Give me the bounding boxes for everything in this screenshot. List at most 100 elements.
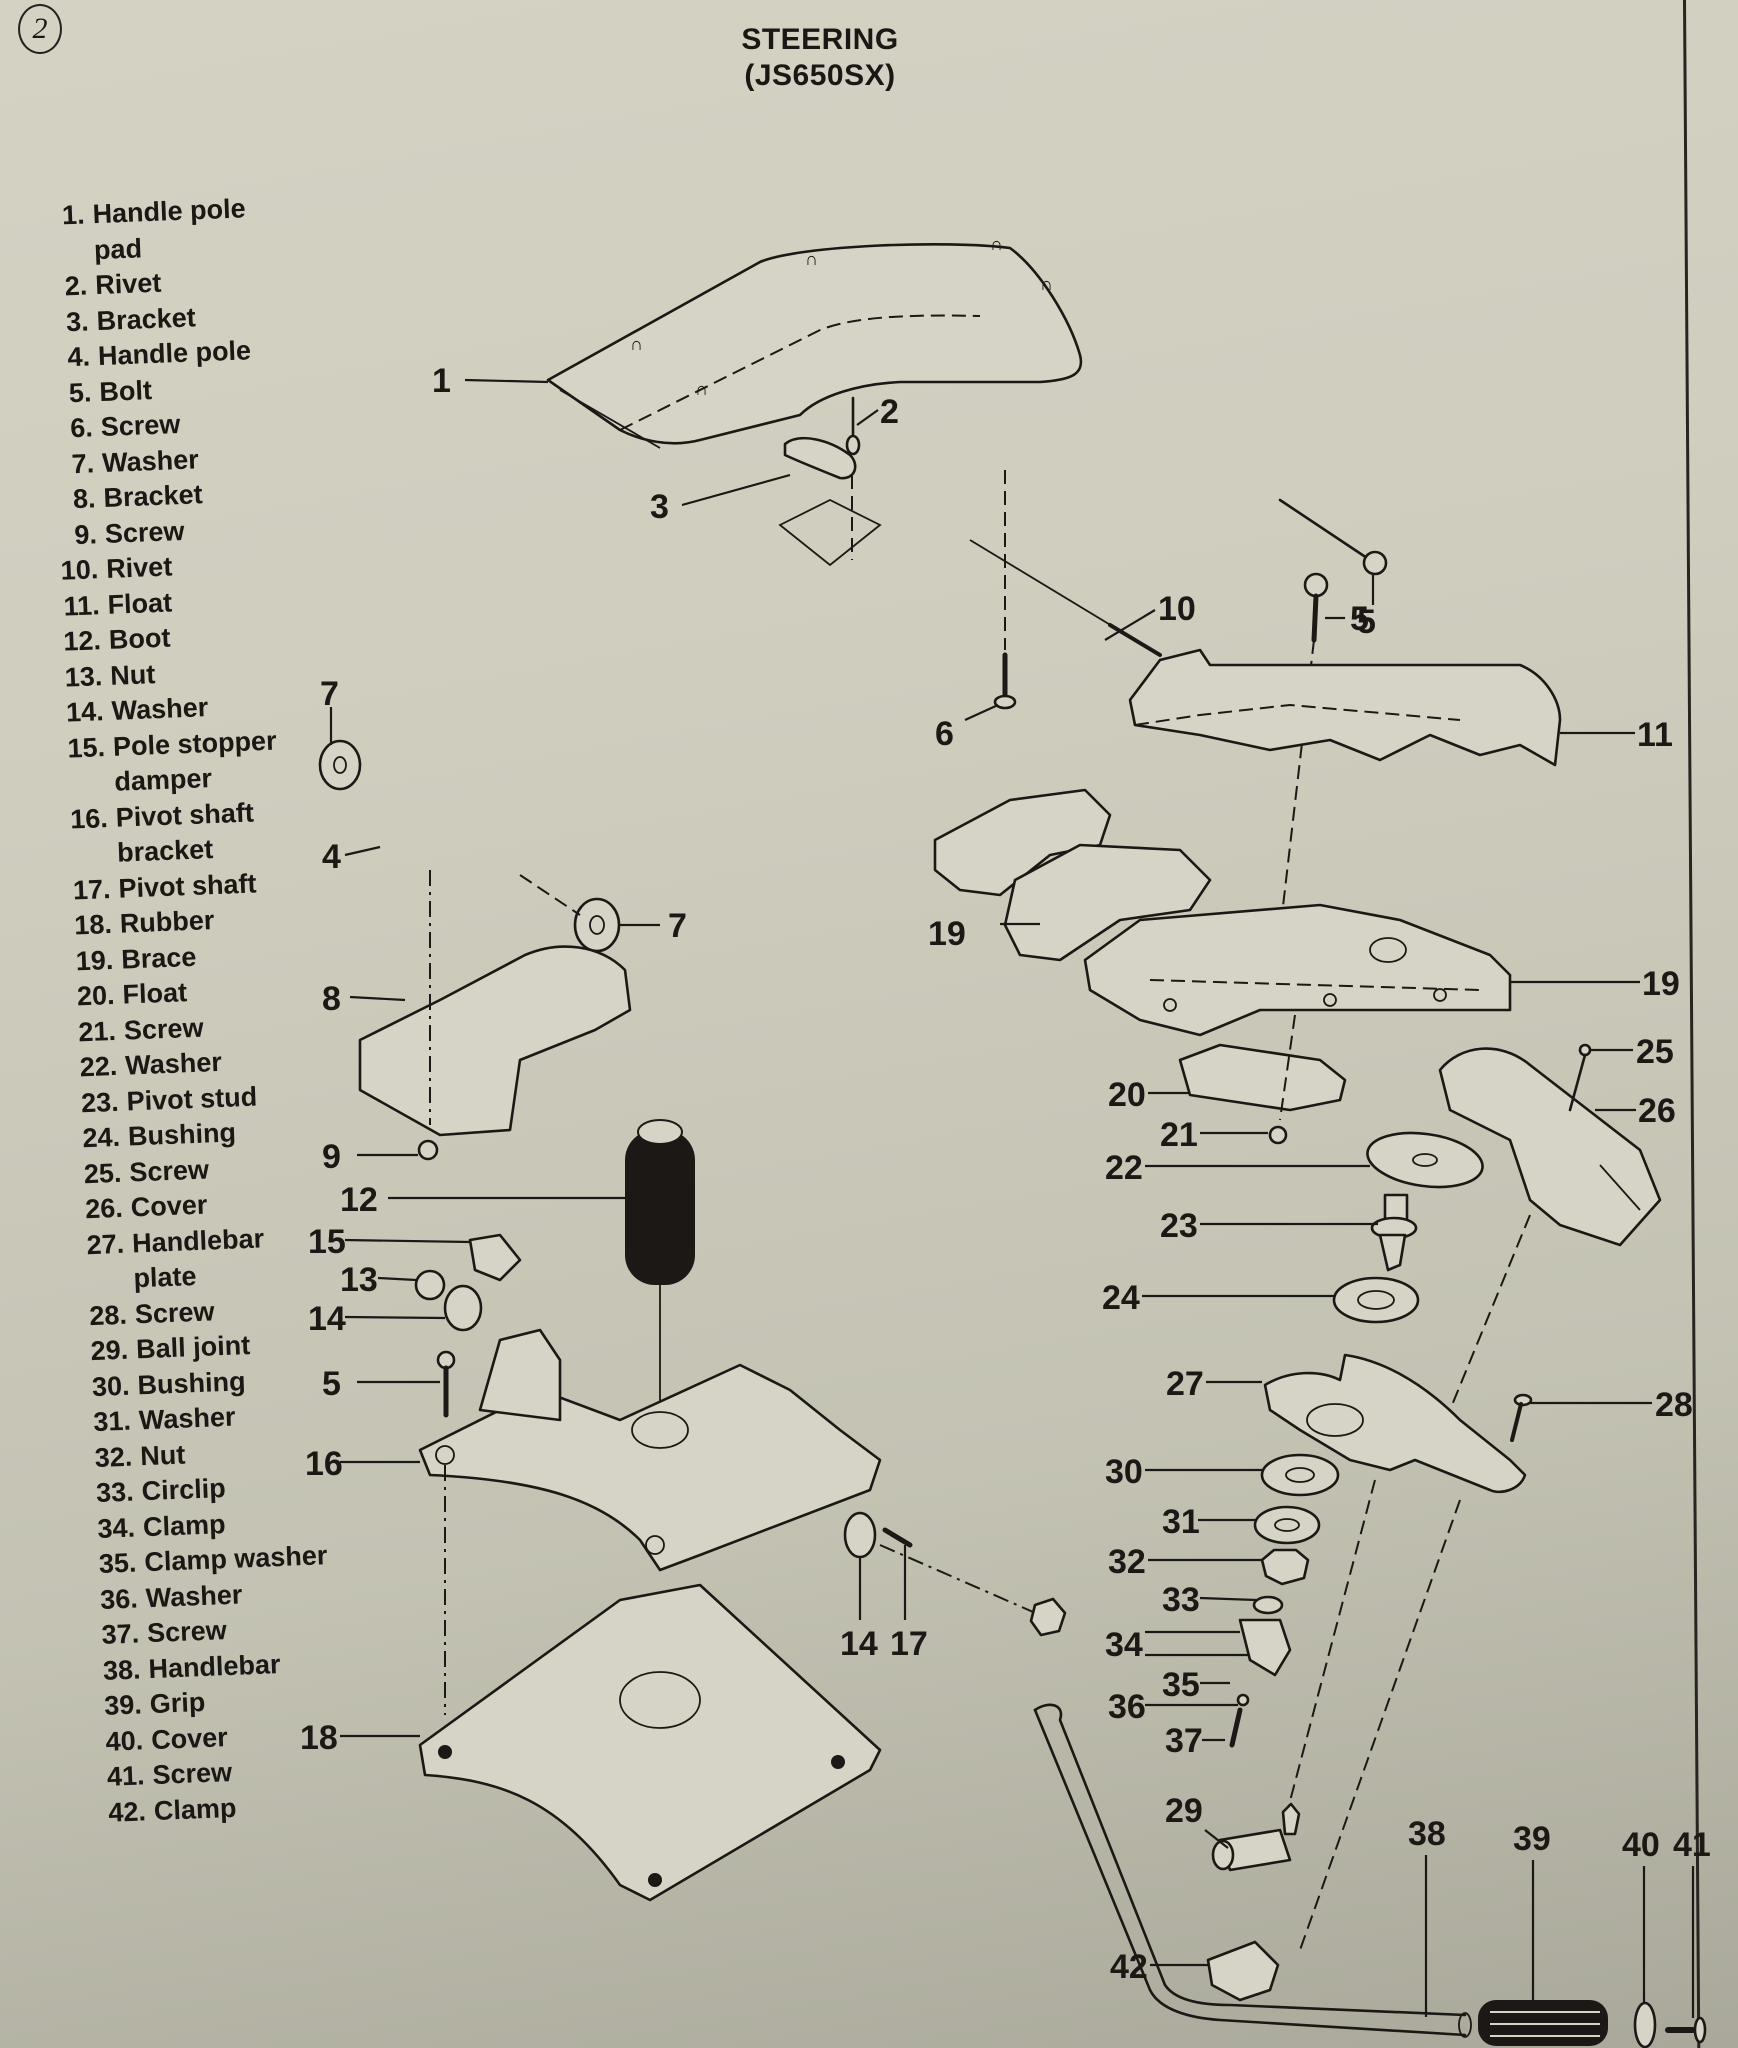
callout-27: 27 xyxy=(1166,1365,1262,1403)
part-bolt-lower xyxy=(436,1350,456,1418)
callout-21: 21 xyxy=(1160,1116,1268,1154)
callout-35: 35 xyxy=(1162,1666,1230,1704)
callout-15: 15 xyxy=(308,1223,471,1261)
svg-text:30: 30 xyxy=(1105,1453,1143,1491)
svg-text:14: 14 xyxy=(308,1300,346,1338)
callout-16: 16 xyxy=(305,1445,420,1483)
part-nut-32 xyxy=(1260,1548,1310,1586)
part-rivet xyxy=(845,396,861,456)
callout-31: 31 xyxy=(1162,1503,1256,1541)
callout-34: 34 xyxy=(1105,1626,1248,1664)
part-pivot-shaft xyxy=(843,1511,1067,1637)
rivet-hole-mark: ∩ xyxy=(990,234,1003,254)
callout-36: 36 xyxy=(1108,1688,1238,1726)
svg-text:13: 13 xyxy=(340,1261,378,1299)
svg-text:26: 26 xyxy=(1638,1092,1676,1130)
callout-14-left: 14 xyxy=(308,1300,446,1338)
callout-7-right: 7 xyxy=(620,907,687,945)
svg-text:2: 2 xyxy=(880,393,899,431)
callout-33: 33 xyxy=(1162,1581,1257,1619)
part-washer-left xyxy=(318,739,362,791)
rivet-hole-mark: ∩ xyxy=(1040,274,1053,294)
part-bushing-24 xyxy=(1332,1276,1420,1324)
part-grip xyxy=(1478,2000,1608,2046)
callout-8: 8 xyxy=(322,980,406,1018)
part-nut-washer-damper xyxy=(414,1233,522,1332)
part-clamp-42 xyxy=(1206,1940,1280,2002)
callout-9: 9 xyxy=(322,1138,418,1176)
svg-text:31: 31 xyxy=(1162,1503,1200,1541)
svg-text:40: 40 xyxy=(1622,1826,1660,1864)
part-handlebar-plate xyxy=(1263,1353,1527,1494)
svg-text:42: 42 xyxy=(1110,1948,1148,1986)
part-handle-pole-pad: ∩ ∩ ∩ ∩ ∩ xyxy=(546,234,1083,449)
part-bracket-small xyxy=(778,436,882,567)
callout-10: 10 xyxy=(1104,590,1196,641)
callout-41: 41 xyxy=(1673,1826,1711,2018)
svg-text:5: 5 xyxy=(1350,600,1369,638)
callout-7-left: 7 xyxy=(320,675,339,745)
callout-42: 42 xyxy=(1110,1948,1208,1986)
svg-text:19: 19 xyxy=(928,915,966,953)
part-bracket-8 xyxy=(358,870,632,1161)
callout-1: 1 xyxy=(432,362,549,400)
figure-number-badge: 2 xyxy=(18,4,62,54)
svg-text:25: 25 xyxy=(1636,1033,1674,1071)
part-ball-joint xyxy=(1211,1802,1301,1872)
guide-line xyxy=(1284,1479,1376,1821)
svg-text:37: 37 xyxy=(1165,1722,1203,1760)
svg-text:23: 23 xyxy=(1160,1207,1198,1245)
callouts: 1 2 3 4 5 5 5 6 7 7 8 9 10 11 12 13 14 1… xyxy=(300,362,1711,2018)
title-line-2: (JS650SX) xyxy=(744,59,896,92)
guide-line xyxy=(1299,1499,1461,1951)
svg-text:12: 12 xyxy=(340,1181,378,1219)
svg-text:9: 9 xyxy=(322,1138,341,1176)
part-screw-25 xyxy=(1568,1043,1592,1112)
callout-12: 12 xyxy=(340,1181,625,1219)
svg-text:20: 20 xyxy=(1108,1076,1146,1114)
callout-18: 18 xyxy=(300,1719,420,1757)
svg-text:10: 10 xyxy=(1158,590,1196,628)
svg-text:34: 34 xyxy=(1105,1626,1143,1664)
svg-text:36: 36 xyxy=(1108,1688,1146,1726)
part-washer-right xyxy=(519,874,621,953)
callout-32: 32 xyxy=(1108,1543,1262,1581)
callout-39: 39 xyxy=(1513,1820,1551,2000)
svg-text:21: 21 xyxy=(1160,1116,1198,1154)
svg-text:4: 4 xyxy=(322,838,341,876)
callout-26: 26 xyxy=(1595,1092,1676,1130)
callout-3: 3 xyxy=(650,473,791,526)
part-pivot-stud xyxy=(1370,1193,1418,1272)
callout-2: 2 xyxy=(856,393,899,431)
svg-text:3: 3 xyxy=(650,488,669,526)
callout-20: 20 xyxy=(1108,1076,1190,1114)
part-brace xyxy=(1083,903,1512,1037)
svg-text:19: 19 xyxy=(1642,965,1680,1003)
part-float-small xyxy=(1178,1014,1347,1145)
part-float-blocks xyxy=(933,788,1212,962)
svg-text:33: 33 xyxy=(1162,1581,1200,1619)
svg-text:29: 29 xyxy=(1165,1792,1203,1830)
callout-28: 28 xyxy=(1530,1386,1693,1424)
svg-text:7: 7 xyxy=(668,907,687,945)
guide-line xyxy=(1449,1214,1531,1411)
callout-5-top: 5 xyxy=(1357,575,1376,641)
svg-text:35: 35 xyxy=(1162,1666,1200,1704)
callout-29: 29 xyxy=(1165,1792,1229,1849)
callout-23: 23 xyxy=(1160,1207,1378,1245)
callout-25: 25 xyxy=(1590,1033,1674,1071)
svg-text:22: 22 xyxy=(1105,1149,1143,1187)
callout-13: 13 xyxy=(340,1261,417,1299)
callout-40: 40 xyxy=(1622,1826,1660,2003)
callout-5-mid: 5 xyxy=(1325,600,1369,638)
svg-text:24: 24 xyxy=(1102,1279,1140,1317)
svg-text:41: 41 xyxy=(1673,1826,1711,1864)
callout-5-low: 5 xyxy=(322,1365,440,1403)
part-washer-31 xyxy=(1253,1505,1321,1545)
part-handlebar xyxy=(1033,1703,1472,2038)
callout-19-right: 19 xyxy=(1510,965,1680,1003)
part-circlip-clamp xyxy=(1229,1595,1292,1748)
rivet-hole-mark: ∩ xyxy=(630,334,643,354)
svg-text:8: 8 xyxy=(322,980,341,1018)
